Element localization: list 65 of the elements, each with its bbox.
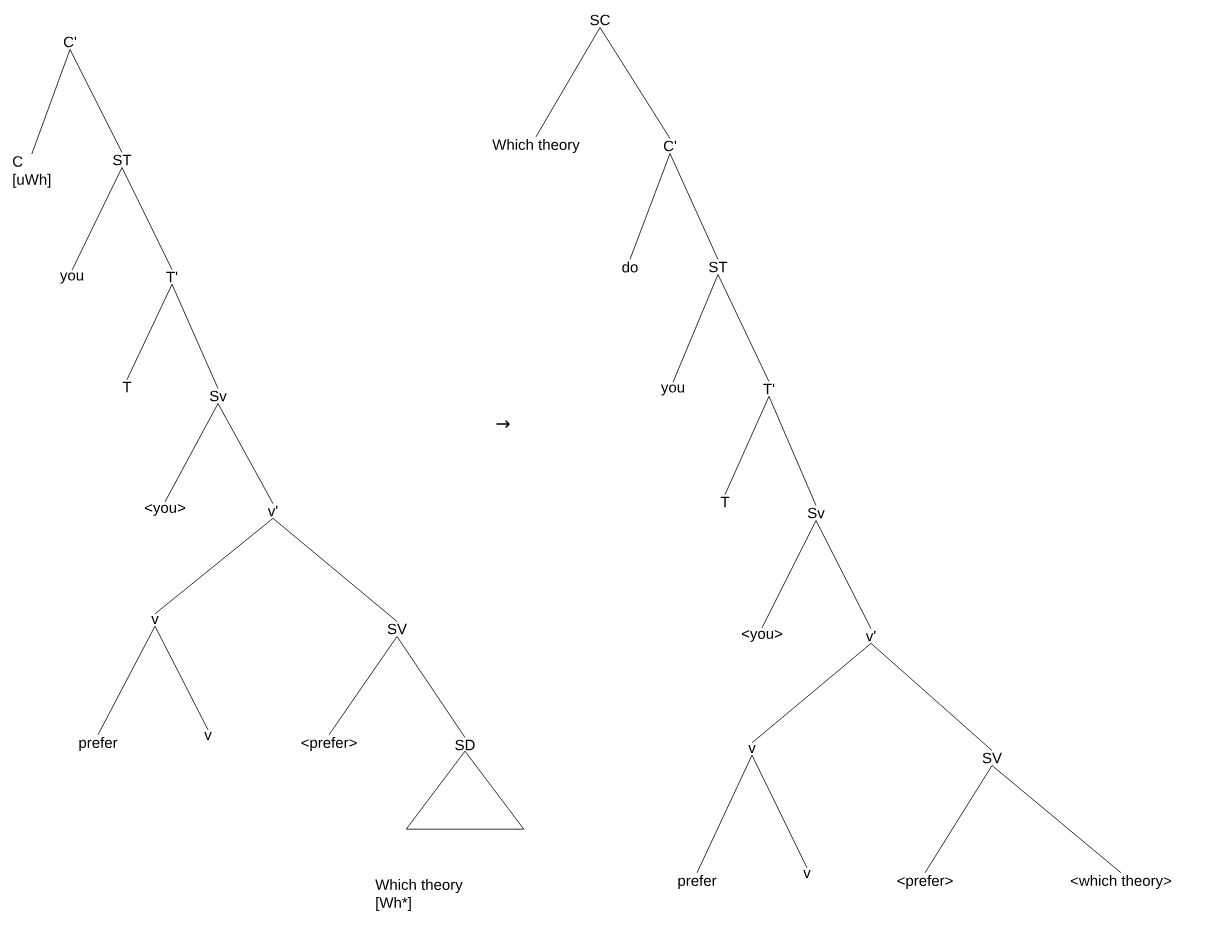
tree-label: C' xyxy=(663,140,677,152)
tree-branch xyxy=(31,49,71,155)
tree-label: you xyxy=(59,272,84,284)
tree-label: v xyxy=(803,870,811,878)
tree-branch xyxy=(768,395,817,506)
tree-branch xyxy=(217,403,274,505)
tree-label: v xyxy=(151,616,159,624)
tree-branch xyxy=(69,49,123,153)
tree-label: <you> xyxy=(144,504,186,516)
tree-label: <you> xyxy=(741,630,783,642)
tree-branch xyxy=(870,642,993,751)
tree-branch xyxy=(629,153,671,260)
feature-label: C [uWh] xyxy=(13,156,51,188)
tree-label: ST xyxy=(709,261,728,273)
tree-label: prefer xyxy=(79,737,118,751)
tree-label: prefer xyxy=(678,875,717,889)
tree-label: C' xyxy=(63,36,77,48)
tree-label: Sv xyxy=(209,390,227,402)
tree-label: ST xyxy=(113,154,132,166)
tree-label: v xyxy=(748,745,756,753)
tree-branch xyxy=(171,283,219,389)
tree-label: <prefer> xyxy=(897,875,953,889)
tree-branch xyxy=(272,517,398,622)
tree-label: T' xyxy=(763,383,775,395)
tree-branch xyxy=(328,636,398,736)
tree-label: v xyxy=(204,732,212,740)
tree-branch xyxy=(991,765,1122,874)
tree-branch xyxy=(815,520,872,630)
tree-branch xyxy=(121,167,173,271)
tree-label: you xyxy=(660,384,685,396)
tree-branch xyxy=(71,167,123,271)
tree-label: Which theory xyxy=(492,139,580,153)
tree-branch xyxy=(696,754,753,874)
tree-branch xyxy=(599,27,671,139)
tree-branch xyxy=(396,636,466,738)
tree-label: do xyxy=(622,261,638,273)
tree-label: SV xyxy=(982,752,1002,764)
tree-label: Sv xyxy=(807,507,825,519)
transformation-arrow: → xyxy=(496,420,510,428)
tree-label: T' xyxy=(166,271,178,283)
tree-label: SD xyxy=(455,739,475,751)
tree-label: SV xyxy=(387,623,407,635)
feature-label: Which theory [Wh*] xyxy=(375,879,463,911)
tree-branch xyxy=(672,274,719,383)
tree-branch xyxy=(669,153,719,260)
tree-branch xyxy=(535,27,601,138)
tree-branch xyxy=(97,625,156,736)
tree-branch xyxy=(717,274,770,383)
tree-label: T xyxy=(122,381,132,393)
tree-label: SC xyxy=(590,14,610,26)
tree-branch xyxy=(724,395,770,496)
tree-branch xyxy=(154,517,274,615)
tree-label: v' xyxy=(267,505,278,517)
tree-branch xyxy=(126,283,173,381)
tree-branch xyxy=(751,642,872,744)
tree-branch xyxy=(761,520,817,629)
tree-branch xyxy=(924,765,993,874)
tree-label: T xyxy=(720,496,730,508)
tree-label: <which theory> xyxy=(1070,875,1172,889)
tree-label: <prefer> xyxy=(301,737,357,751)
triangle xyxy=(405,750,525,830)
tree-branch xyxy=(751,754,808,869)
tree-label: v' xyxy=(865,630,876,642)
tree-branch xyxy=(164,403,219,503)
tree-branch xyxy=(154,625,209,731)
